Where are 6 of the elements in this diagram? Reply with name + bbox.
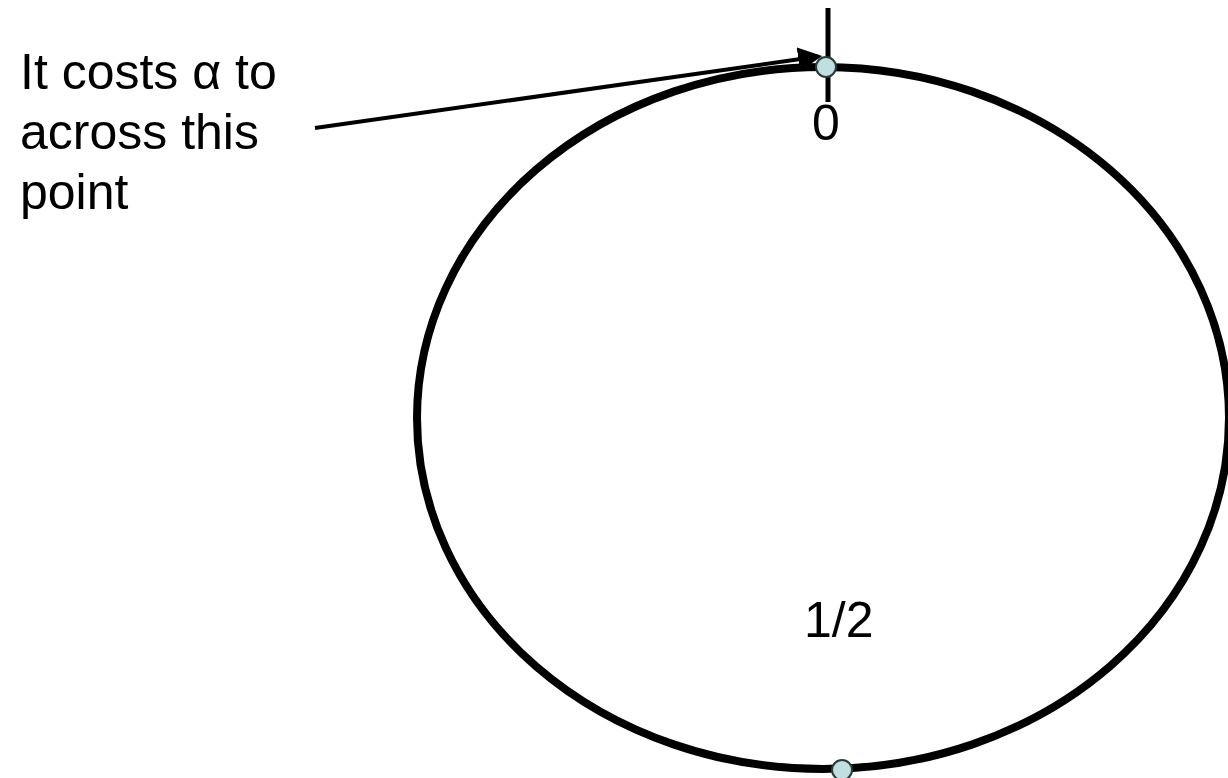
point-marker <box>831 759 853 778</box>
point-label: 1/2 <box>804 592 874 648</box>
point-marker <box>815 56 837 78</box>
annotation-text: It costs α to across this point <box>20 42 320 222</box>
point-label: 0 <box>812 95 840 151</box>
leader-arrow <box>314 47 823 130</box>
